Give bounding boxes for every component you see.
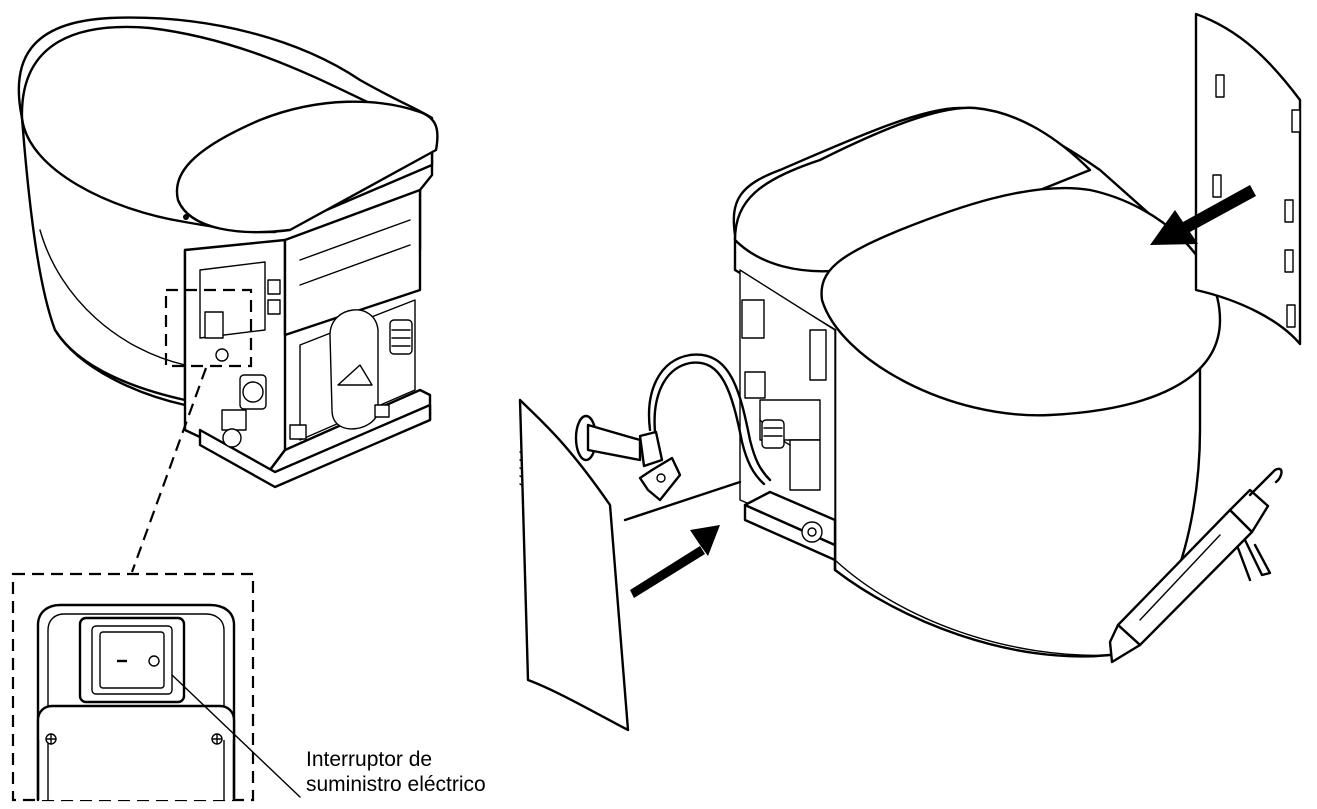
insert-arrow-front xyxy=(628,525,720,590)
switch-detail-inset xyxy=(11,572,301,802)
insert-arrow-rear xyxy=(1150,185,1256,245)
toilet-rear-view xyxy=(17,16,439,573)
power-switch-label: Interruptor de suministro eléctrico xyxy=(306,747,486,797)
caulk-gun xyxy=(1108,467,1283,664)
screw-right xyxy=(211,733,223,745)
switch-off-symbol xyxy=(148,655,160,667)
label-line-1: Interruptor de xyxy=(306,748,433,771)
screw-left xyxy=(45,733,57,745)
panel-clips xyxy=(1212,74,1301,328)
rear-cover-panel xyxy=(1194,12,1302,346)
toilet-installed-view xyxy=(518,12,1302,732)
front-cover-panel xyxy=(518,398,630,732)
shutoff-valve xyxy=(574,414,682,502)
label-line-2: suministro eléctrico xyxy=(306,773,486,796)
callout-leader-line xyxy=(171,674,301,798)
